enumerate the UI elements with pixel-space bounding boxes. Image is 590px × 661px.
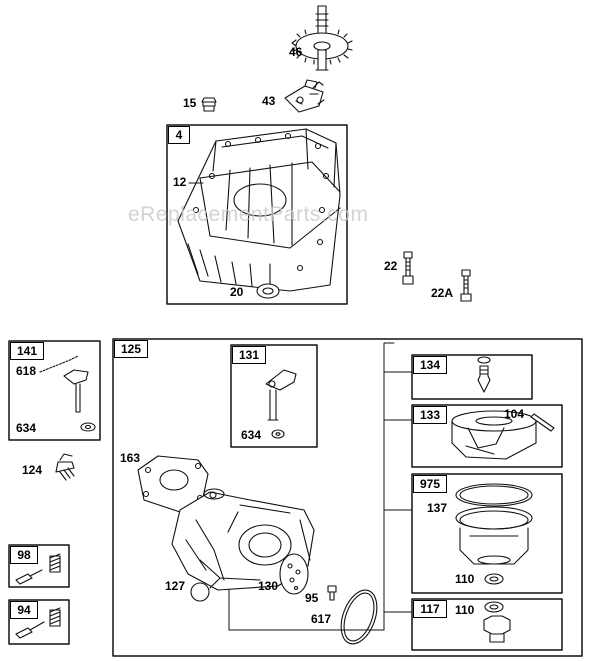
group-tag-125: 125 (114, 340, 148, 358)
callout-46: 46 (289, 45, 303, 59)
callout-95: 95 (305, 591, 319, 605)
group-tag-975: 975 (413, 475, 447, 493)
callout-104: 104 (504, 407, 525, 421)
washer-part-634-a (80, 422, 96, 432)
plate-part-130 (279, 553, 309, 595)
choke-part-131 (265, 369, 297, 421)
group-tag-134: 134 (413, 356, 447, 374)
callout-124: 124 (22, 463, 43, 477)
gear-part-46 (291, 5, 353, 71)
bowl-nut-part-117 (483, 615, 511, 643)
throttle-link-part-618 (39, 355, 89, 413)
screw-part-95 (327, 585, 337, 601)
callout-43: 43 (262, 94, 276, 108)
callout-634-a: 634 (16, 421, 37, 435)
group-tag-4: 4 (168, 126, 190, 144)
callout-22a: 22A (431, 286, 454, 300)
callout-617: 617 (311, 612, 332, 626)
plug-part-15 (201, 97, 217, 112)
callout-163: 163 (120, 451, 141, 465)
callout-618: 618 (16, 364, 37, 378)
washer-part-110-b (484, 601, 504, 613)
watermark: eReplacementParts.com (128, 203, 369, 226)
seal-part-20 (256, 283, 280, 299)
screw-part-98 (15, 553, 61, 585)
callout-20: 20 (230, 285, 244, 299)
o-ring-part-617 (340, 589, 378, 645)
pin-part-104 (530, 413, 555, 432)
fitting-part-124 (55, 453, 75, 481)
callout-15: 15 (183, 96, 197, 110)
callout-130: 130 (258, 579, 279, 593)
group-tag-94: 94 (10, 601, 38, 619)
cup-plug-part-127 (190, 582, 210, 602)
float-bowl-part-975 (455, 483, 533, 565)
carburetor-body (171, 488, 315, 591)
needle-valve-part-134 (477, 356, 491, 393)
washer-part-634-b (271, 429, 285, 439)
group-tag-117: 117 (413, 600, 447, 618)
governor-part-43 (284, 79, 325, 113)
screw-part-94 (15, 607, 61, 639)
group-tag-98: 98 (10, 546, 38, 564)
callout-127: 127 (165, 579, 186, 593)
callout-22: 22 (384, 259, 398, 273)
group-tag-133: 133 (413, 406, 447, 424)
bolt-part-22a (460, 269, 472, 302)
washer-part-110-a (484, 573, 504, 585)
float-part-133 (451, 410, 537, 460)
gasket-part-163 (137, 455, 209, 513)
callout-110-b: 110 (455, 603, 475, 617)
bolt-part-22 (402, 251, 414, 285)
callout-12: 12 (173, 175, 187, 189)
group-tag-141: 141 (10, 342, 44, 360)
callout-110-a: 110 (455, 572, 475, 586)
callout-634-b: 634 (241, 428, 262, 442)
group-tag-131: 131 (232, 346, 266, 364)
sump-part-12 (177, 128, 341, 292)
callout-137: 137 (427, 501, 448, 515)
